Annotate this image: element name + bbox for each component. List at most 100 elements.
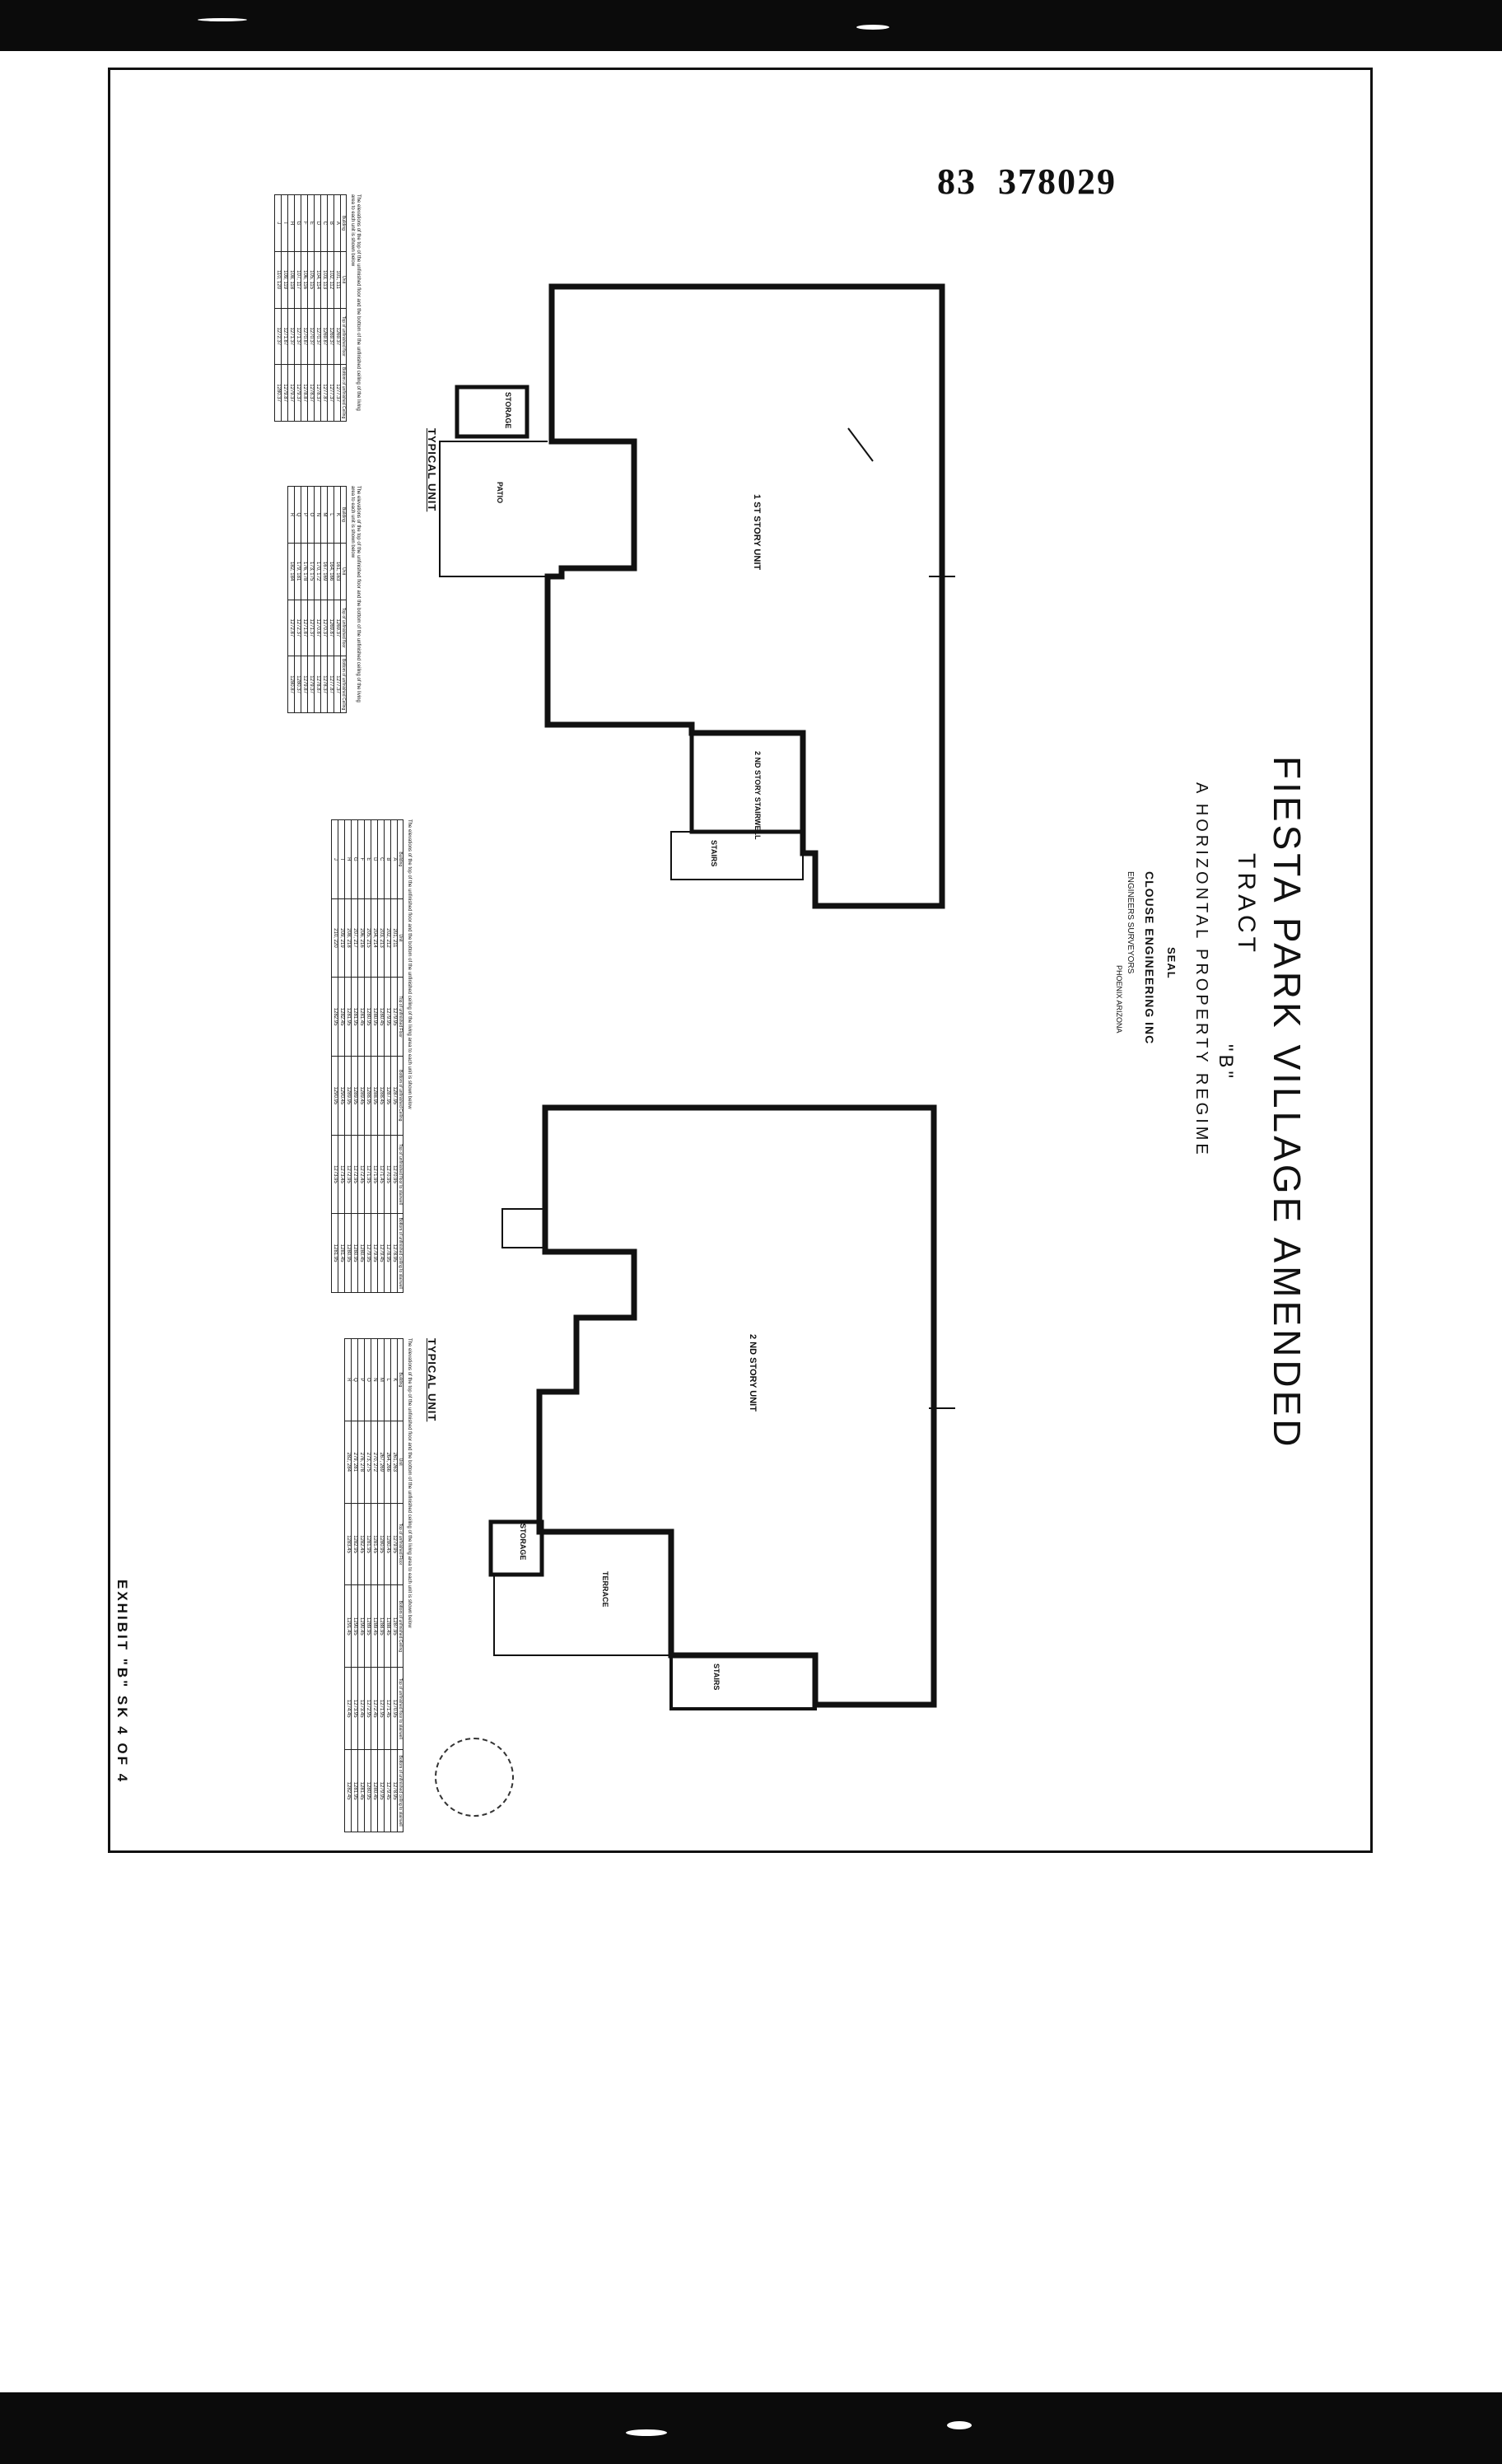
table-cell: 1271.45 (377, 1135, 385, 1214)
storage-label: STORAGE (504, 392, 512, 429)
table-cell: 1277.87 (320, 364, 328, 422)
table-cell: 1279.95 (377, 1749, 385, 1832)
table-cell: C (320, 194, 328, 252)
column-header: Unit (340, 251, 347, 308)
table-cell: B (384, 819, 391, 899)
table-cell: J (331, 819, 338, 899)
table-cell: 1279.37 (307, 656, 315, 713)
dimension-ticks (847, 427, 955, 1409)
table-cell: M (377, 1338, 385, 1421)
table-cell: 201, 211 (390, 898, 398, 978)
table-cell: 1288.95 (371, 1056, 378, 1136)
table-cell: 210, 220 (331, 898, 338, 978)
table-cell: 105, 115 (307, 251, 315, 308)
table-cell: 1272.37 (294, 600, 301, 656)
table-cell: 164, 166 (327, 543, 334, 600)
table-cell: 1279.95 (390, 1503, 398, 1585)
table-cell: 1288.45 (377, 1056, 385, 1136)
column-header: Bottom of unfinished ceiling to stairwel… (397, 1749, 403, 1832)
table-cell: 276, 278 (357, 1421, 365, 1504)
table-cell: 1273.95 (351, 1667, 358, 1750)
table-cell: 1272.37 (274, 308, 282, 365)
second-storage-label: STORAGE (519, 1524, 527, 1561)
column-header: Bottom of unfinished Ceiling (340, 656, 347, 713)
scan-border-bottom (0, 2392, 1502, 2464)
column-header: Bottom of unfinished Ceiling (397, 1584, 403, 1668)
table-cell: 1278.37 (320, 656, 328, 713)
drawing-sheet-border (108, 68, 1373, 1853)
table-cell: 1288.45 (384, 1584, 391, 1668)
table-cell: 279, 281 (351, 1421, 358, 1504)
table-cell: 109, 119 (281, 251, 288, 308)
table-cell: 1279.37 (294, 364, 301, 422)
column-header: Top of unfinished floor (340, 308, 347, 365)
table-cell: 1281.45 (371, 1503, 378, 1585)
table-cell: E (307, 194, 315, 252)
storage-outline (455, 385, 529, 439)
table-cell: 1272.95 (351, 1135, 358, 1214)
table-cell: Q (294, 486, 301, 544)
column-header: Bottom of unfinished Ceiling (397, 1056, 403, 1136)
patio-outline (439, 441, 548, 577)
table-cell: 1271.87 (281, 308, 288, 365)
engineer-seal (435, 1738, 514, 1817)
table-cell: 1282.45 (344, 1749, 352, 1832)
table-cell: H (287, 194, 295, 252)
table-cell: 1280.95 (364, 1749, 371, 1832)
table-cell: 1279.87 (301, 656, 308, 713)
second-story-elevation-table-b: The elevations of the top of the unfinis… (344, 1338, 412, 1832)
table-cell: 1281.95 (344, 977, 352, 1057)
table-cell: 1289.45 (357, 1056, 365, 1136)
table-cell: O (364, 1338, 371, 1421)
table-cell: 1271.37 (307, 600, 315, 656)
table-cell: 1278.37 (307, 364, 315, 422)
table-cell: I (281, 194, 288, 252)
table-cell: 1280.95 (377, 1503, 385, 1585)
table-cell: 1281.95 (351, 1749, 358, 1832)
table-cell: 1280.45 (371, 1749, 378, 1832)
table-cell: 1272.95 (344, 1135, 352, 1214)
terrace-outline (493, 1575, 671, 1656)
table-cell: 176, 178 (301, 543, 308, 600)
scan-speck (198, 18, 247, 21)
column-header: Top of unfinished floor (340, 600, 347, 656)
table-cell: 1280.95 (364, 977, 371, 1057)
table-cell: 209, 219 (338, 898, 345, 978)
table-cell: 264, 266 (384, 1421, 391, 1504)
table-cell: 1270.95 (384, 1135, 391, 1214)
table-cell: 1273.95 (331, 1135, 338, 1214)
second-story-plan (488, 1104, 937, 1710)
table-cell: 170, 172 (314, 543, 321, 600)
table-cell: 1269.87 (327, 600, 334, 656)
table-cell: 1280.45 (357, 1213, 365, 1293)
table-cell: D (314, 194, 321, 252)
stairwell-outline (689, 730, 805, 834)
scan-border-top (0, 0, 1502, 51)
table-cell: E (364, 819, 371, 899)
table-cell: G (294, 194, 301, 252)
table-cell: 1277.87 (327, 656, 334, 713)
scan-speck (856, 25, 889, 30)
table-cell: O (307, 486, 315, 544)
table-cell: 1282.45 (338, 977, 345, 1057)
stairs-outline (670, 831, 804, 880)
table-cell: 1271.37 (287, 308, 295, 365)
second-stairs-label: STAIRS (712, 1664, 721, 1691)
table-cell: D (371, 819, 378, 899)
